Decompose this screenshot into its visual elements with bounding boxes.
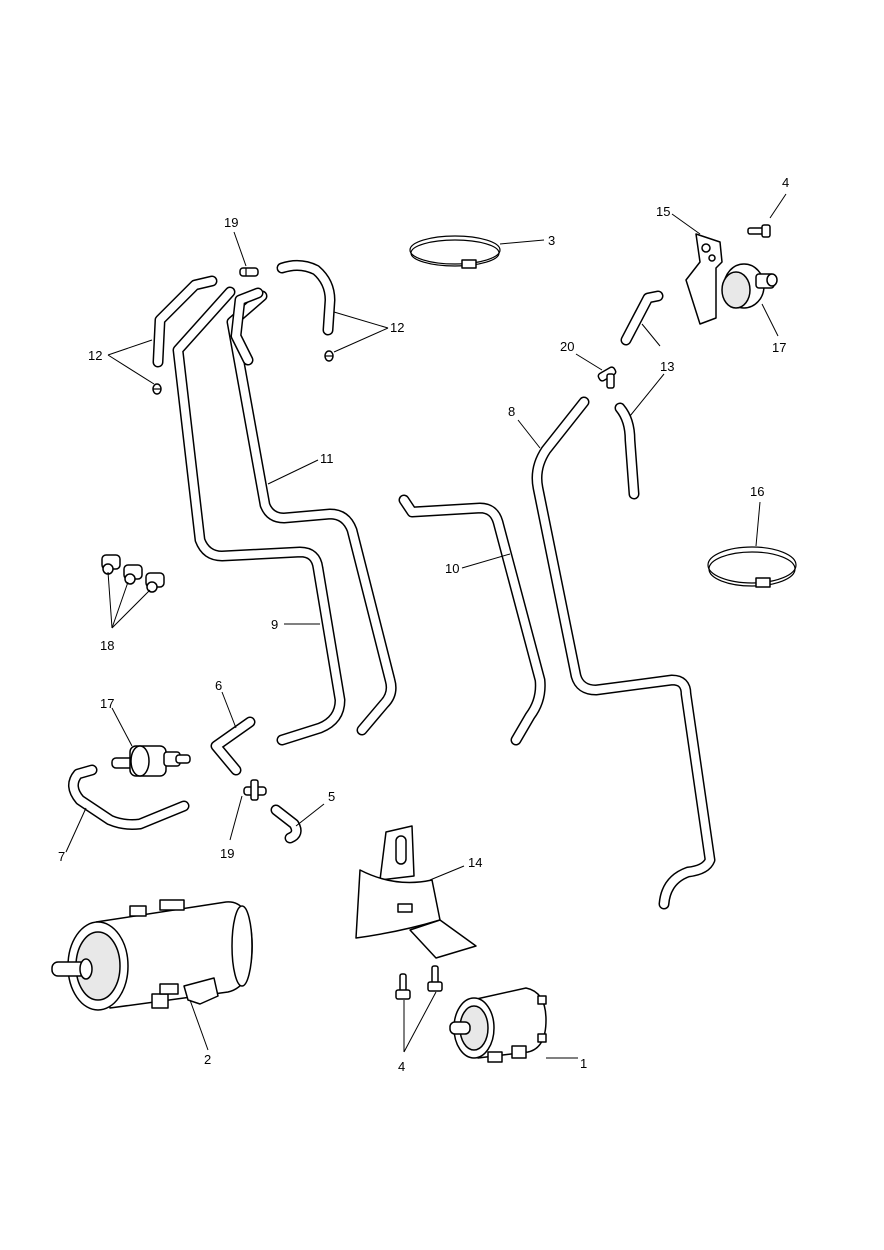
canister-2 (51, 899, 253, 1011)
callout-4-lower: 4 (398, 1059, 405, 1074)
callout-12-left: 12 (88, 348, 102, 363)
leader-lines (65, 193, 787, 1059)
valve-17-right (721, 263, 778, 309)
hose-5 (270, 804, 302, 844)
hose-8 (531, 396, 716, 910)
band-clamp-16 (707, 546, 797, 588)
callout-14: 14 (468, 855, 482, 870)
bracket-15 (685, 233, 723, 325)
hose-12-right (276, 259, 336, 336)
connector-19-lower (243, 779, 267, 801)
valve-17-left (111, 745, 191, 777)
callout-5: 5 (328, 789, 335, 804)
hose-13-upper (620, 290, 664, 346)
callout-15: 15 (656, 204, 670, 219)
clips-18 (101, 554, 165, 593)
callout-19-lower: 19 (220, 846, 234, 861)
hose-6 (210, 716, 256, 776)
callout-19-top: 19 (224, 215, 238, 230)
hose-13-lower (614, 402, 640, 500)
callout-7: 7 (58, 849, 65, 864)
callout-8: 8 (508, 404, 515, 419)
callout-16: 16 (750, 484, 764, 499)
callout-3: 3 (548, 233, 555, 248)
callout-20: 20 (560, 339, 574, 354)
hose-11 (226, 290, 397, 736)
bracket-14 (355, 825, 477, 959)
bolt-4-lower-right (427, 965, 443, 992)
callout-2: 2 (204, 1052, 211, 1067)
clip-12-right (324, 350, 334, 362)
callout-10: 10 (445, 561, 459, 576)
connector-20 (597, 366, 617, 389)
callout-17-right: 17 (772, 340, 786, 355)
bolt-4-top (747, 224, 771, 238)
callout-17-left: 17 (100, 696, 114, 711)
callout-13: 13 (660, 359, 674, 374)
clip-12-left (152, 383, 162, 395)
callout-12-right: 12 (390, 320, 404, 335)
connector-19-top (239, 267, 259, 277)
callout-18: 18 (100, 638, 114, 653)
callout-4-top: 4 (782, 175, 789, 190)
hose-10 (398, 494, 546, 746)
callout-9: 9 (271, 617, 278, 632)
callout-11: 11 (320, 451, 334, 466)
bolt-4-lower-left (395, 973, 411, 1000)
band-clamp-3 (409, 235, 501, 269)
callout-6: 6 (215, 678, 222, 693)
filter-1 (449, 987, 547, 1063)
callout-1: 1 (580, 1056, 587, 1071)
hose-12-left (152, 275, 218, 368)
hose-12-mid (230, 287, 264, 366)
hose-9 (172, 286, 346, 746)
hose-7 (68, 764, 190, 830)
